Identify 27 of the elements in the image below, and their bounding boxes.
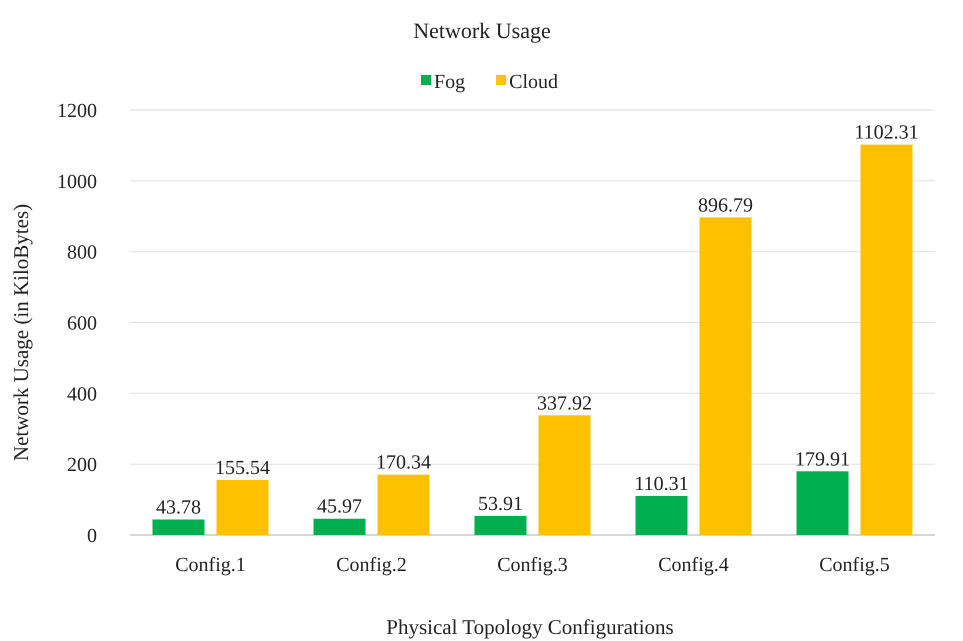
- category-label: Config.5: [819, 554, 890, 576]
- value-label: 43.78: [156, 496, 201, 518]
- y-axis-title: Network Usage (in KiloBytes): [9, 204, 33, 462]
- value-label: 170.34: [376, 452, 431, 474]
- y-tick-label: 200: [67, 454, 97, 476]
- value-label: 45.97: [317, 496, 362, 518]
- y-tick-label: 400: [67, 383, 97, 406]
- y-tick-label: 600: [67, 312, 97, 334]
- y-tick-label: 1000: [57, 170, 97, 193]
- legend-label: Fog: [434, 71, 466, 93]
- legend-label: Cloud: [509, 71, 558, 93]
- value-label: 1102.31: [854, 122, 919, 144]
- y-tick-label: 1200: [57, 100, 97, 122]
- x-axis-title: Physical Topology Configurations: [386, 615, 674, 639]
- y-tick-label: 0: [87, 525, 97, 547]
- chart-title: Network Usage: [413, 18, 551, 43]
- category-label: Config.2: [336, 554, 407, 576]
- category-label: Config.3: [497, 554, 568, 576]
- value-label: 337.92: [537, 392, 592, 414]
- value-label: 155.54: [215, 456, 270, 479]
- value-label: 53.91: [478, 492, 523, 515]
- value-label: 110.31: [634, 472, 689, 495]
- y-tick-label: 800: [67, 242, 97, 264]
- value-label: 896.79: [698, 194, 753, 216]
- category-label: Config.1: [175, 554, 246, 576]
- category-label: Config.4: [658, 554, 729, 576]
- value-label: 179.91: [795, 448, 850, 470]
